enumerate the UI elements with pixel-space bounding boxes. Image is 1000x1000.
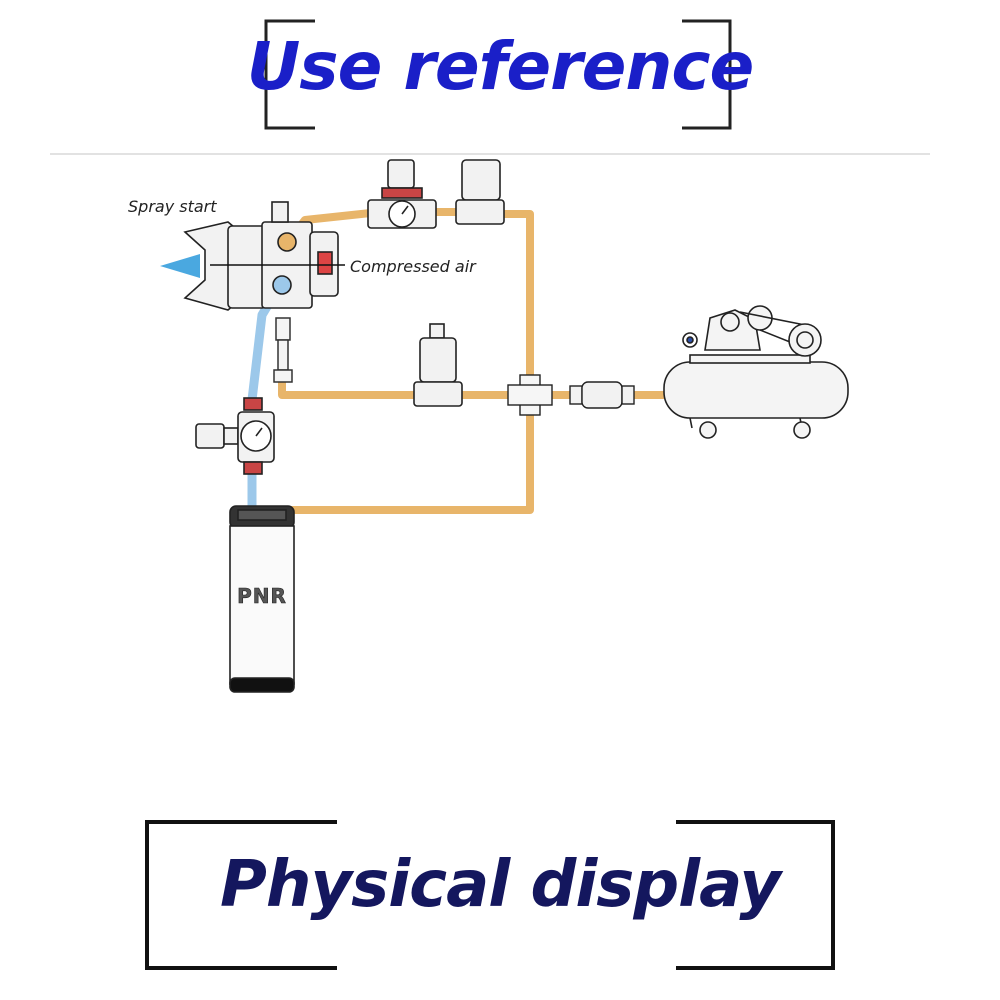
compressed-air-label: Compressed air: [350, 257, 476, 276]
solenoid-valve-top: [455, 159, 505, 225]
pressure-tank: [229, 505, 295, 693]
solenoid-valve-lower: [413, 323, 463, 407]
spray-start-label: Spray start: [128, 197, 217, 216]
section-divider: [50, 153, 930, 155]
hose-connector: [273, 317, 293, 383]
fluid-regulator: [195, 397, 275, 475]
air-compressor: [663, 305, 849, 439]
tank-brand-label: PNR: [237, 584, 287, 609]
cross-fitting: [507, 374, 553, 416]
footer-title: Physical display: [219, 848, 781, 922]
inline-filter: [569, 381, 635, 409]
bottom-title-frame: [145, 820, 835, 970]
page-title: Use reference: [246, 28, 755, 105]
air-regulator-top: [367, 159, 437, 229]
spray-gun: [183, 201, 345, 311]
spray-mist: [160, 254, 200, 278]
top-title-frame: [264, 19, 732, 130]
